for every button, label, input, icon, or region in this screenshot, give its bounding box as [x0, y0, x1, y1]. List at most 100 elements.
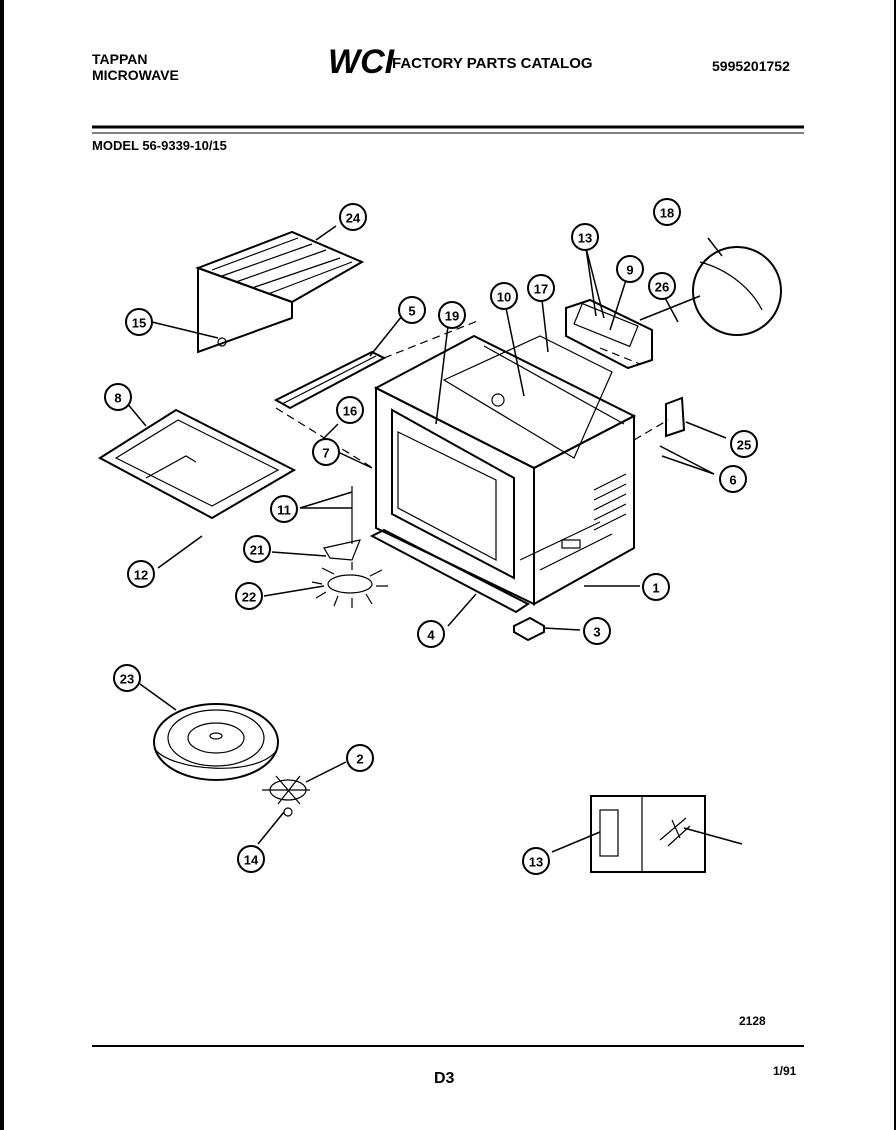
part-bottom-rail — [369, 528, 530, 614]
callout-number: 14 — [244, 853, 259, 868]
callout-circle — [243, 535, 271, 563]
callout-circle — [730, 430, 758, 458]
callout-number: 22 — [242, 590, 256, 605]
logo-text: WCI — [328, 43, 396, 81]
page-code: D3 — [434, 1070, 455, 1087]
part-glass-tray — [153, 703, 279, 781]
callout-24: 24 — [339, 203, 367, 231]
assembly-line-3 — [633, 419, 669, 441]
callout-17: 17 — [527, 274, 555, 302]
callout-19: 19 — [438, 301, 466, 329]
callout-26: 26 — [648, 272, 676, 300]
leader-lines — [125, 225, 743, 853]
part-stirrer-assembly — [311, 486, 388, 608]
diagram-code: 2128 — [739, 1014, 766, 1028]
callout-5: 5 — [398, 296, 426, 324]
callout-number: 11 — [277, 503, 291, 518]
inset-box — [590, 795, 706, 873]
callout-circle — [653, 198, 681, 226]
callout-number: 16 — [343, 404, 357, 419]
callout-circle — [616, 255, 644, 283]
callout-number: 6 — [729, 473, 736, 488]
callout-circle — [642, 573, 670, 601]
brand-line-1: TAPPAN — [92, 51, 148, 67]
callout-circle — [522, 847, 550, 875]
callout-7: 7 — [312, 438, 340, 466]
callout-9: 9 — [616, 255, 644, 283]
callout-number: 3 — [593, 625, 600, 640]
callout-number: 19 — [445, 309, 459, 324]
callout-1: 1 — [642, 573, 670, 601]
callout-number: 5 — [408, 304, 415, 319]
catalog-title: FACTORY PARTS CATALOG — [392, 55, 593, 72]
callout-circle — [237, 845, 265, 873]
callout-circle — [270, 495, 298, 523]
callout-circle — [490, 282, 518, 310]
part-front-rail — [273, 350, 387, 410]
callout-circle — [648, 272, 676, 300]
callout-circle — [571, 223, 599, 251]
page-date: 1/91 — [773, 1064, 797, 1078]
callout-circle — [336, 396, 364, 424]
wci-logo: WCI — [328, 43, 396, 81]
callout-21: 21 — [243, 535, 271, 563]
callout-circle — [339, 203, 367, 231]
callout-number: 13 — [529, 855, 543, 870]
callout-2: 2 — [346, 744, 374, 772]
callout-number: 21 — [250, 543, 264, 558]
callout-number: 12 — [134, 568, 148, 583]
callout-number: 2 — [356, 752, 363, 767]
callout-number: 8 — [114, 391, 121, 406]
callout-10: 10 — [490, 282, 518, 310]
callout-circle — [417, 620, 445, 648]
part-bottom-plate — [98, 408, 297, 520]
callout-number: 10 — [497, 290, 511, 305]
callout-16: 16 — [336, 396, 364, 424]
catalog-number: 5995201752 — [712, 58, 790, 74]
callout-12: 12 — [127, 560, 155, 588]
callout-number: 25 — [737, 438, 751, 453]
callout-number: 23 — [120, 672, 134, 687]
callout-circle — [312, 438, 340, 466]
callout-circle — [235, 582, 263, 610]
parts-sheet — [4, 0, 894, 1130]
brand-label: TAPPAN MICROWAVE — [92, 51, 179, 83]
callout-circle — [346, 744, 374, 772]
callout-number: 7 — [322, 446, 329, 461]
callout-6: 6 — [719, 465, 747, 493]
callout-23: 23 — [113, 664, 141, 692]
callout-circle — [719, 465, 747, 493]
brand-line-2: MICROWAVE — [92, 67, 179, 83]
part-side-shield — [665, 396, 686, 438]
callout-14: 14 — [237, 845, 265, 873]
part-control-bracket — [565, 246, 782, 370]
callout-number: 18 — [660, 206, 674, 221]
callout-number: 15 — [132, 316, 146, 331]
callout-number: 1 — [652, 581, 659, 596]
callout-13: 13 — [571, 223, 599, 251]
part-roller-ring — [262, 775, 310, 817]
callout-3: 3 — [583, 617, 611, 645]
callout-8: 8 — [104, 383, 132, 411]
assembly-line-2 — [383, 319, 481, 359]
callout-25: 25 — [730, 430, 758, 458]
callout-number: 26 — [655, 280, 669, 295]
part-oven-cabinet — [373, 334, 637, 606]
callout-number: 24 — [346, 211, 361, 226]
callout-13: 13 — [522, 847, 550, 875]
callout-number: 4 — [427, 628, 435, 643]
callout-circle — [398, 296, 426, 324]
part-top-cover — [195, 230, 365, 354]
callout-18: 18 — [653, 198, 681, 226]
callout-circle — [113, 664, 141, 692]
part-latch — [513, 616, 545, 642]
callout-circle — [104, 383, 132, 411]
callout-circle — [438, 301, 466, 329]
callout-number: 17 — [534, 282, 548, 297]
callout-number: 9 — [626, 263, 633, 278]
callout-circle — [527, 274, 555, 302]
callout-circle — [125, 308, 153, 336]
callout-4: 4 — [417, 620, 445, 648]
